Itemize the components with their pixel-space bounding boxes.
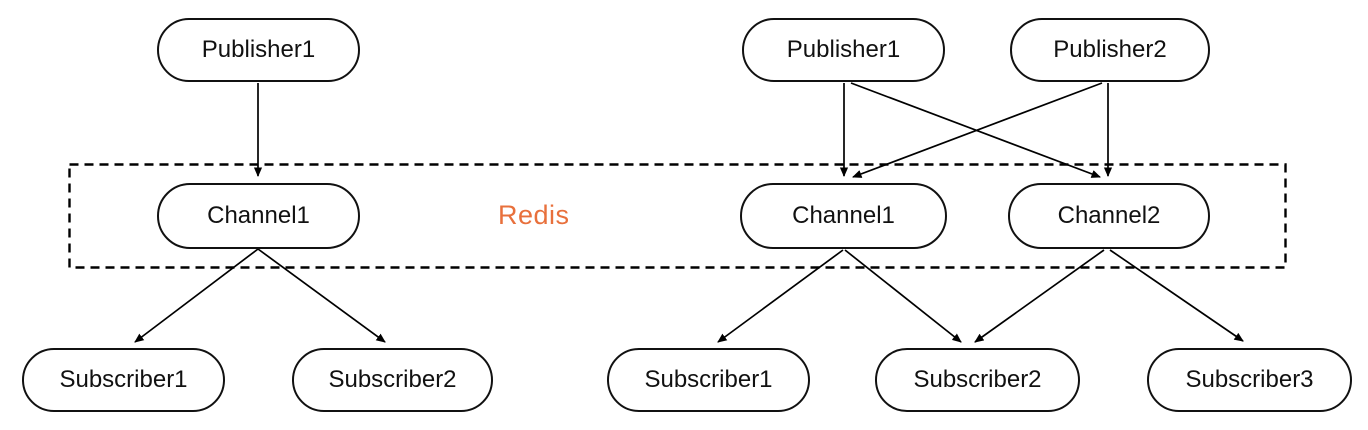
node-right-subscriber3: Subscriber3 xyxy=(1147,348,1352,412)
edge-right-ch1-sub1 xyxy=(717,249,844,343)
edge-right-ch1-sub2 xyxy=(844,249,962,343)
edge-left-ch1-sub1 xyxy=(134,248,259,343)
node-right-publisher1: Publisher1 xyxy=(742,18,945,82)
edge-right-ch2-sub3 xyxy=(1109,249,1244,342)
node-left-subscriber1: Subscriber1 xyxy=(22,348,225,412)
node-right-subscriber2: Subscriber2 xyxy=(875,348,1080,412)
redis-label: Redis xyxy=(498,200,570,230)
redis-boundary-box xyxy=(68,163,1287,269)
node-left-channel1: Channel1 xyxy=(157,183,360,249)
edge-left-ch1-sub2 xyxy=(257,248,386,343)
node-right-channel2: Channel2 xyxy=(1008,183,1210,249)
node-right-channel1: Channel1 xyxy=(740,183,947,249)
node-left-publisher1: Publisher1 xyxy=(157,18,360,82)
edge-right-pub2-ch1 xyxy=(852,82,1103,178)
node-right-subscriber1: Subscriber1 xyxy=(607,348,810,412)
node-left-subscriber2: Subscriber2 xyxy=(292,348,493,412)
edge-right-ch2-sub2 xyxy=(974,249,1105,343)
node-right-publisher2: Publisher2 xyxy=(1010,18,1210,82)
